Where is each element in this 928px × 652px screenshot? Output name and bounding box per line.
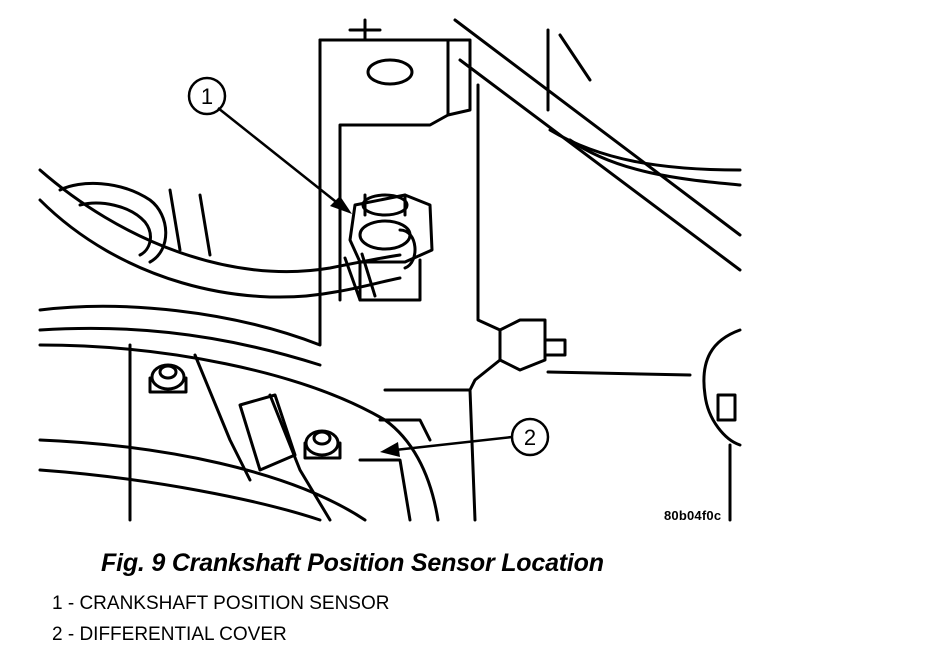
transmission-housing: [318, 18, 692, 522]
differential-cover: [38, 343, 440, 522]
cover-bolts: [148, 363, 342, 460]
callout-2-label: 2: [524, 425, 536, 450]
sensor-cable: [38, 168, 402, 302]
callout-2: 2: [380, 417, 550, 457]
figure-code: 80b04f0c: [664, 508, 722, 523]
right-side-bracket: [702, 328, 742, 522]
engine-illustration: 1 2: [38, 18, 742, 522]
upper-right-tube: [453, 18, 742, 272]
legend-item-1: 1 - CRANKSHAFT POSITION SENSOR: [52, 593, 390, 614]
housing-left: [38, 181, 322, 367]
figure-caption: Fig. 9 Crankshaft Position Sensor Locati…: [101, 549, 604, 577]
callout-1: 1: [187, 76, 352, 214]
crankshaft-position-sensor: [348, 193, 434, 302]
legend-item-2: 2 - DIFFERENTIAL COVER: [52, 624, 287, 645]
callout-1-label: 1: [201, 84, 213, 109]
